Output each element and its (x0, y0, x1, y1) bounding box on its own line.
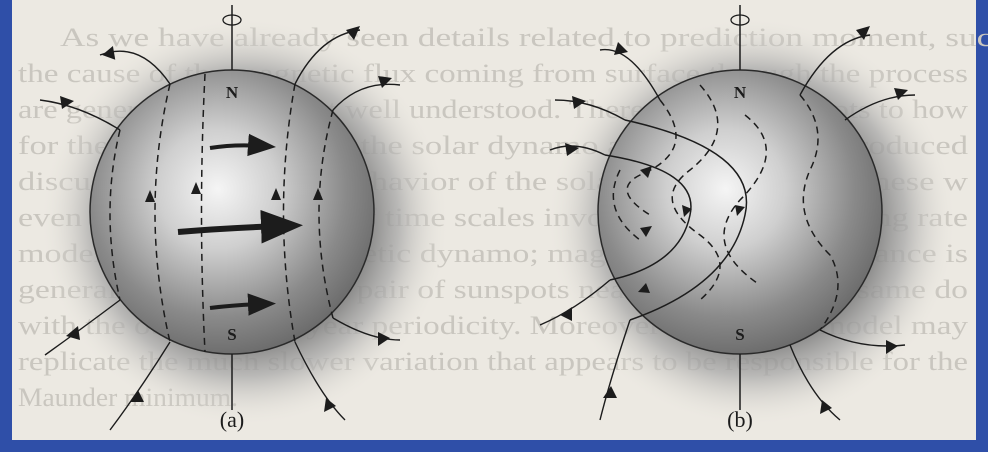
panel-b-caption: (b) (727, 407, 753, 432)
panel-b-rotation-icon (730, 14, 750, 26)
panel-b-field-arrows (638, 166, 745, 293)
panel-a-rotation-icon (222, 14, 242, 26)
panel-a-caption: (a) (220, 407, 244, 432)
panel-b-north-label: N (734, 83, 747, 102)
panel-a-sphere (89, 69, 375, 355)
panel-a-interior-field-lines (109, 73, 334, 353)
panel-a: N S (a) (39, 5, 450, 432)
panel-a-external-arrows (60, 26, 392, 412)
panel-a-toroidal-arrows (177, 133, 303, 316)
panel-a-north-label: N (226, 83, 239, 102)
panel-b-south-label: S (735, 325, 744, 344)
panel-a-south-label: S (227, 325, 236, 344)
panel-b-external-arrows (560, 26, 908, 414)
panel-a-external-field-lines (39, 29, 401, 431)
panel-a-field-arrows (145, 182, 323, 202)
panel-b: N S (b) (539, 5, 957, 432)
